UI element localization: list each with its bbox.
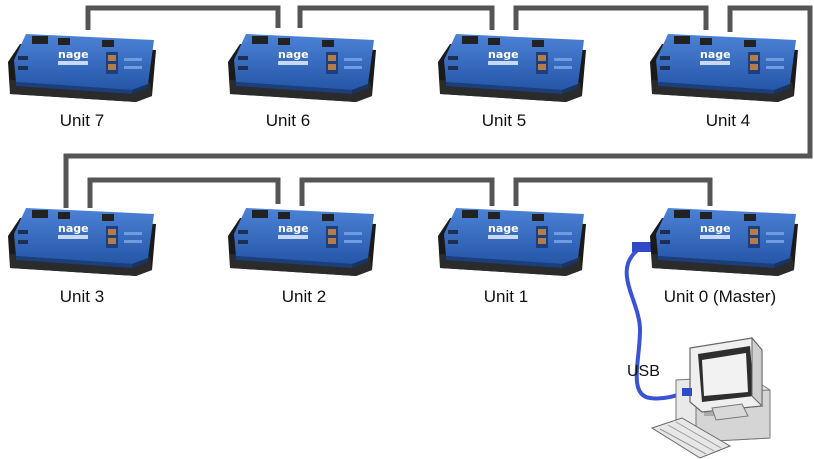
cable-top-row xyxy=(63,5,813,208)
usb-label: USB xyxy=(627,363,660,380)
cable-bottom-row xyxy=(87,177,713,208)
unit-label-7: Unit 7 xyxy=(59,111,105,130)
board-unit-3 xyxy=(8,208,156,276)
unit-label-6: Unit 6 xyxy=(265,111,311,130)
unit-label-0-master: Unit 0 (Master) xyxy=(663,287,777,306)
board-unit-7 xyxy=(8,34,156,102)
usb-cable xyxy=(624,246,687,401)
unit-label-5: Unit 5 xyxy=(481,111,527,130)
unit-label-4: Unit 4 xyxy=(705,111,751,130)
board-unit-0-master xyxy=(650,208,798,276)
usb-plug xyxy=(632,242,654,252)
board-unit-5 xyxy=(438,34,586,102)
board-unit-4 xyxy=(650,34,798,102)
board-unit-1 xyxy=(438,208,586,276)
unit-label-3: Unit 3 xyxy=(59,287,105,306)
board-unit-2 xyxy=(228,208,376,276)
unit-label-1: Unit 1 xyxy=(483,287,529,306)
computer-icon xyxy=(650,336,771,459)
board-unit-6 xyxy=(228,34,376,102)
unit-label-2: Unit 2 xyxy=(281,287,327,306)
